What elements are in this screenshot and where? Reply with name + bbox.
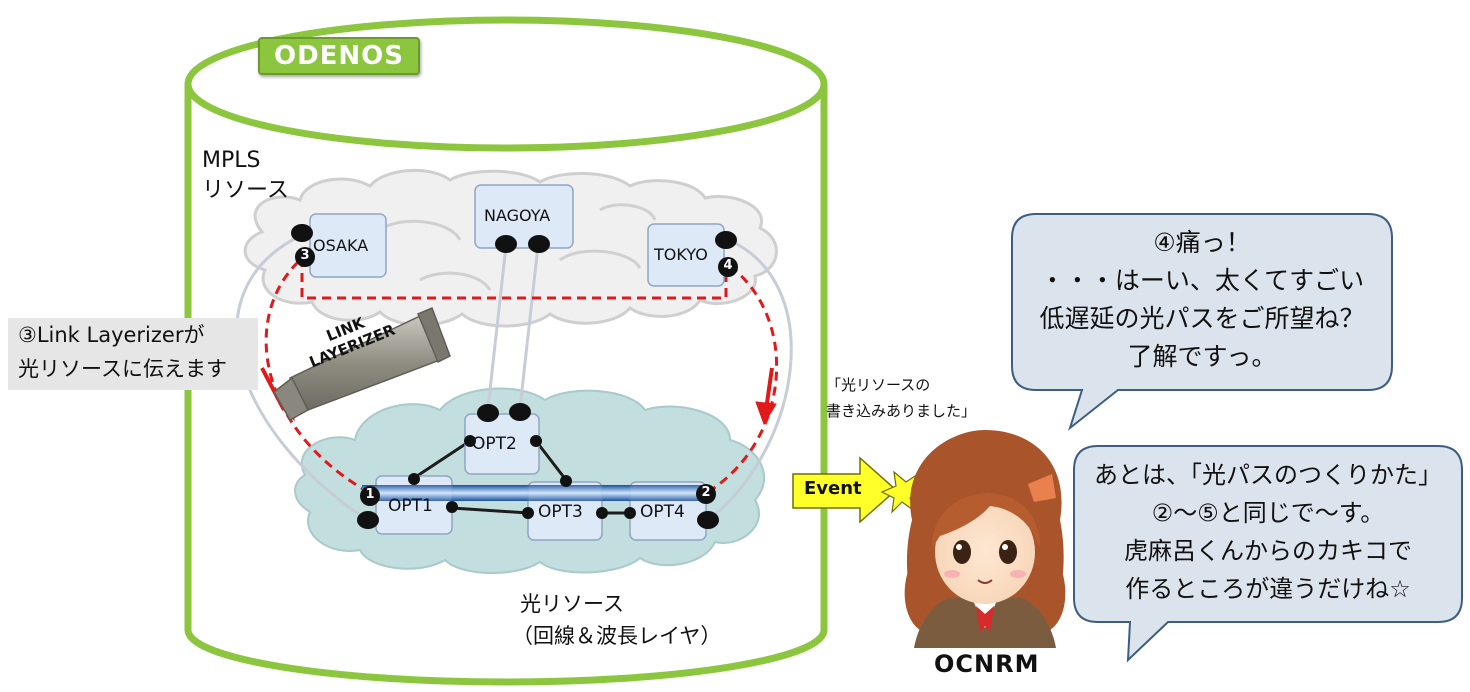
speech1-line3: 低遅延の光パスをご所望ね？ — [1039, 304, 1365, 333]
nagoya-node — [474, 184, 574, 249]
marker-2 — [696, 484, 716, 504]
step-callout-line1: ③Link Layerizerが — [18, 323, 205, 347]
marker-1-text: 1 — [365, 487, 375, 502]
speech1-line4: 了解ですっ。 — [1127, 342, 1277, 371]
event-label: Event — [804, 478, 862, 499]
optical-label-line1: 光リソース — [520, 592, 624, 616]
opt1-label: OPT1 — [388, 496, 433, 516]
opt2-label: OPT2 — [472, 434, 517, 454]
optical-path-overlay — [362, 485, 707, 501]
odenos-cylinder — [184, 16, 828, 686]
numbered-markers — [295, 247, 738, 506]
optical-resource-label: 光リソース （回線＆波長レイヤ） — [512, 588, 721, 652]
speech2-line2: ②～⑤と同じで～す。 — [1151, 499, 1385, 527]
character-ocnrm — [904, 430, 1066, 648]
speech-bubble-1-text: ④痛っ！ ・・・はーい、太くてすごい 低遅延の光パスをご所望ね？ 了解ですっ。 — [1012, 224, 1392, 376]
step-callout-line2: 光リソースに伝えます — [18, 357, 227, 381]
speech2-line3: 虎麻呂くんからのカキコで — [1124, 537, 1412, 565]
tokyo-label: TOKYO — [654, 245, 708, 264]
character-name: OCNRM — [934, 650, 1040, 678]
odenos-logo: ODENOS — [258, 37, 420, 75]
speech2-line1: あとは、「光パスのつくりかた」 — [1094, 461, 1442, 489]
speech1-line2: ・・・はーい、太くてすごい — [1039, 266, 1365, 295]
mpls-label-line2: リソース — [202, 178, 289, 203]
speech-bubble-1 — [1011, 213, 1393, 431]
step-callout: ③Link Layerizerが 光リソースに伝えます — [8, 318, 258, 390]
odenos-logo-text: ODENOS — [273, 41, 405, 71]
ports — [291, 224, 737, 529]
speech-bubble-2 — [1073, 445, 1463, 663]
notice-line1: 「光リソースの — [826, 376, 931, 394]
notice-text: 「光リソースの 書き込みありました」 — [826, 372, 976, 424]
red-dashed-path — [264, 258, 779, 494]
link-layerizer-tube — [273, 307, 451, 422]
nagoya-label: NAGOYA — [484, 206, 551, 225]
marker-4-text: 4 — [723, 258, 733, 273]
marker-2-text: 2 — [701, 485, 711, 500]
tokyo-node — [647, 223, 725, 287]
mpls-nodes — [309, 184, 725, 287]
opt3-label: OPT3 — [538, 502, 583, 522]
optical-label-line2: （回線＆波長レイヤ） — [512, 624, 722, 648]
marker-1 — [360, 486, 380, 506]
marker-4 — [718, 257, 738, 277]
mpls-label: MPLS リソース — [202, 146, 289, 206]
speech1-line1: ④痛っ！ — [1153, 228, 1251, 257]
marker-3 — [295, 247, 315, 267]
speech-bubble-2-text: あとは、「光パスのつくりかた」 ②～⑤と同じで～す。 虎麻呂くんからのカキコで … — [1074, 456, 1462, 608]
mpls-label-line1: MPLS — [202, 148, 261, 173]
notice-line2: 書き込みありました」 — [826, 402, 977, 420]
osaka-node — [309, 213, 387, 278]
speech2-line4: 作るところが違うだけね☆ — [1125, 575, 1411, 603]
marker-3-text: 3 — [300, 248, 310, 263]
opt4-label: OPT4 — [640, 502, 685, 522]
osaka-label: OSAKA — [313, 236, 369, 255]
